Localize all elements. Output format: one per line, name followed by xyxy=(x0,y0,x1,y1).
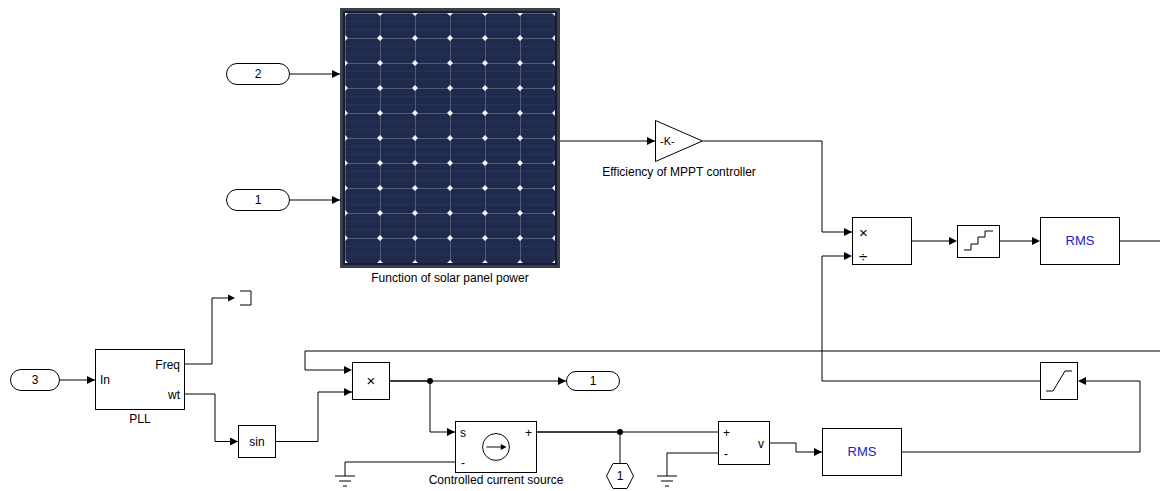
zero-order-hold-block xyxy=(958,226,1000,258)
ground-wire xyxy=(667,453,718,476)
signal-line xyxy=(703,141,852,232)
operator-sign: × xyxy=(367,373,376,389)
signal-line xyxy=(770,443,822,452)
block-text: RMS xyxy=(1066,234,1095,248)
signal-line xyxy=(290,74,340,75)
signal-line xyxy=(276,392,352,442)
port-name: wt xyxy=(168,388,180,402)
product-wire xyxy=(912,241,949,242)
port-name: + xyxy=(525,426,532,440)
block-label: PLL xyxy=(129,412,150,426)
port-number: 2 xyxy=(255,67,262,81)
solar-panel-block: Function of solar panel power xyxy=(340,8,560,268)
port-number: 3 xyxy=(32,373,39,387)
operator-sign: ÷ xyxy=(859,249,867,265)
inport-block: 2 xyxy=(226,63,290,85)
solar-panel-picture xyxy=(340,8,560,268)
port-name: v xyxy=(758,437,764,451)
port-number: 1 xyxy=(617,469,624,483)
block-text: sin xyxy=(249,435,264,449)
signal-wires xyxy=(185,241,1160,486)
rms-out-wire xyxy=(1120,241,1160,242)
signal-line xyxy=(60,380,95,381)
arrowhead xyxy=(1078,377,1086,385)
block-text: RMS xyxy=(848,445,877,459)
signal-line xyxy=(290,200,340,201)
port-name: + xyxy=(723,426,730,440)
port-name: - xyxy=(724,447,728,461)
port-name: In xyxy=(100,373,110,387)
product-block: ×÷ xyxy=(852,217,912,265)
port-number: 1 xyxy=(255,193,262,207)
product-block: × xyxy=(352,362,390,400)
voltage-measurement-block: + - v xyxy=(718,421,770,465)
arrowhead xyxy=(949,237,957,245)
ground-symbol xyxy=(335,476,355,486)
block-label: Controlled current source xyxy=(429,473,564,487)
gain-block: -K-Efficiency of MPPT controller xyxy=(655,120,703,162)
inport-block: 1 xyxy=(226,189,290,211)
rms-block: RMS xyxy=(822,428,902,476)
connection-port: 1 xyxy=(606,463,634,489)
saturation-block xyxy=(1041,363,1078,400)
sin-block: sin xyxy=(238,425,276,458)
signal-line xyxy=(560,141,655,142)
rms-block: RMS xyxy=(1040,217,1120,265)
physical-connection xyxy=(537,432,620,463)
port-number: 1 xyxy=(590,374,597,388)
operator-sign: × xyxy=(859,225,868,241)
arrowhead xyxy=(1032,237,1040,245)
hold-wire xyxy=(1000,241,1032,242)
outport-block: 1 xyxy=(566,371,620,391)
feedback-wire xyxy=(305,351,1160,370)
saturation-wire xyxy=(822,256,1040,381)
block-label: Function of solar panel power xyxy=(371,271,528,285)
block-label: Efficiency of MPPT controller xyxy=(602,165,756,179)
current-source-symbol xyxy=(456,422,536,472)
arrowhead xyxy=(228,295,235,302)
arrowhead xyxy=(844,252,852,260)
freq-wire xyxy=(185,298,228,364)
arrowhead xyxy=(344,366,352,374)
gain-value: -K- xyxy=(660,134,675,148)
signal-line xyxy=(390,381,455,432)
port-name: - xyxy=(461,456,465,470)
terminator-symbol xyxy=(240,291,251,305)
signal-line xyxy=(185,394,238,442)
current-source-block: s-+Controlled current source xyxy=(455,421,537,473)
port-name: Freq xyxy=(155,358,180,372)
pll-block: InFreqwtPLL xyxy=(95,349,185,410)
rms-wire xyxy=(902,381,1140,452)
inport-block: 3 xyxy=(10,369,60,391)
physical-connection xyxy=(537,432,718,433)
port-name: s xyxy=(460,426,466,440)
ground-symbol xyxy=(657,476,677,486)
